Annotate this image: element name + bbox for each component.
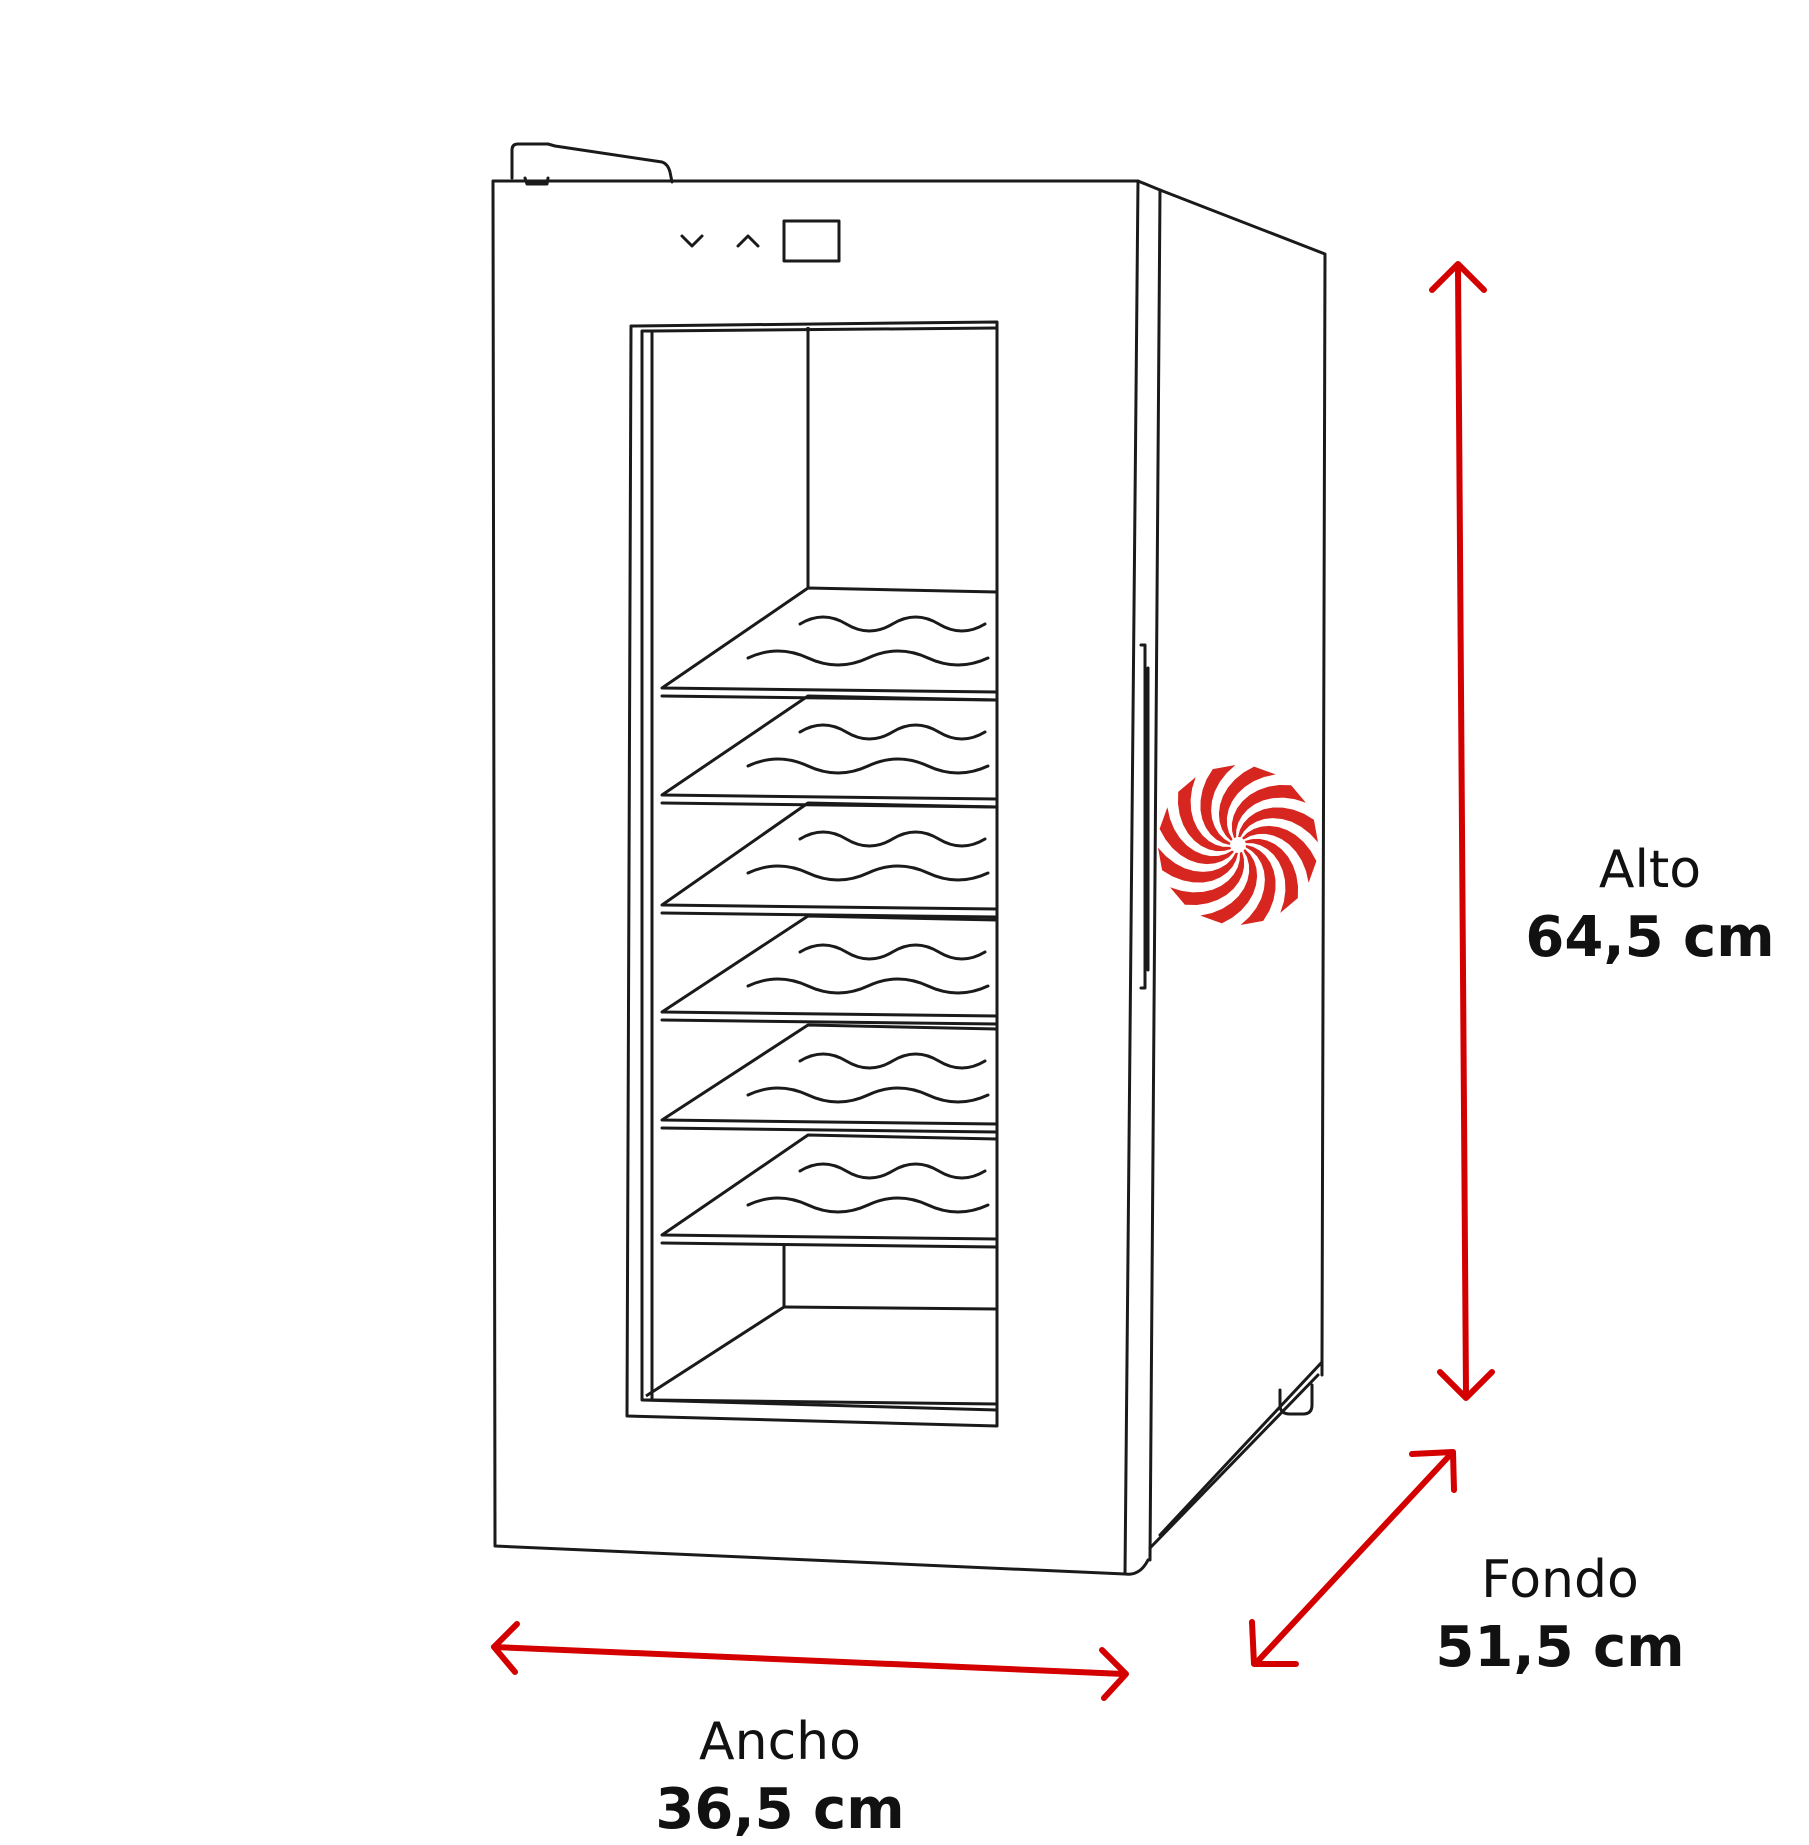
shelf-surface — [660, 801, 999, 911]
bottle-outline — [746, 864, 990, 882]
door-handle — [1139, 643, 1147, 990]
width-arrow — [491, 1621, 1129, 1701]
logo-blade — [1218, 766, 1276, 841]
shelf — [660, 694, 999, 809]
display-screen — [782, 219, 841, 263]
foot — [1278, 1383, 1314, 1416]
logo-blade — [1170, 851, 1245, 905]
bottle-outline — [798, 830, 987, 848]
chevron-down-icon[interactable] — [680, 234, 704, 248]
logo-blade — [1159, 807, 1234, 865]
top-hinge — [510, 142, 674, 184]
bottle-outline — [798, 1162, 987, 1180]
glass-window — [625, 320, 999, 1428]
height-label: Alto 64,5 cm — [1500, 838, 1800, 973]
width-label-name: Ancho — [699, 1712, 861, 1772]
shelf — [660, 801, 999, 919]
width-label: Ancho 36,5 cm — [620, 1710, 940, 1845]
depth-label: Fondo 51,5 cm — [1400, 1548, 1720, 1683]
logo-blade — [1238, 807, 1318, 843]
control-panel — [680, 219, 841, 263]
red-swirl-logo-icon — [1158, 765, 1318, 925]
logo-blade — [1200, 765, 1236, 845]
shelf-surface — [660, 1023, 999, 1126]
shelf-surface — [660, 1133, 999, 1241]
shelf — [660, 914, 999, 1026]
side-panel — [1158, 188, 1327, 1537]
bottle-outline — [798, 943, 987, 961]
bottle-outline — [746, 1086, 990, 1104]
cabinet — [491, 142, 1327, 1576]
height-arrow — [1429, 261, 1495, 1401]
bottle-outline — [746, 757, 990, 775]
logo-blade — [1200, 849, 1258, 924]
logo-blade — [1231, 785, 1306, 839]
bottle-outline — [798, 1052, 987, 1070]
logo-blade — [1158, 847, 1238, 883]
shelf-surface — [660, 694, 999, 801]
shelves — [660, 586, 999, 1249]
bottle-outline — [746, 1196, 990, 1214]
depth-label-name: Fondo — [1481, 1550, 1639, 1610]
chevron-up-icon[interactable] — [736, 234, 760, 248]
logo-blade — [1244, 838, 1298, 913]
logo-blade — [1242, 825, 1317, 883]
shelf — [660, 586, 999, 702]
bottle-outline — [798, 723, 987, 741]
bottle-outline — [746, 649, 990, 667]
shelf-surface — [660, 586, 999, 694]
dimension-arrows — [491, 261, 1495, 1701]
shelf — [660, 1023, 999, 1134]
height-label-value: 64,5 cm — [1525, 905, 1775, 970]
depth-label-value: 51,5 cm — [1435, 1615, 1685, 1680]
shelf-surface — [660, 914, 999, 1018]
bottle-outline — [746, 977, 990, 995]
width-label-value: 36,5 cm — [655, 1777, 905, 1842]
logo-blade — [1240, 845, 1276, 925]
logo-blade — [1178, 777, 1232, 852]
height-label-name: Alto — [1598, 840, 1702, 900]
bottle-outline — [798, 615, 987, 633]
depth-arrow — [1249, 1449, 1457, 1667]
shelf — [660, 1133, 999, 1249]
